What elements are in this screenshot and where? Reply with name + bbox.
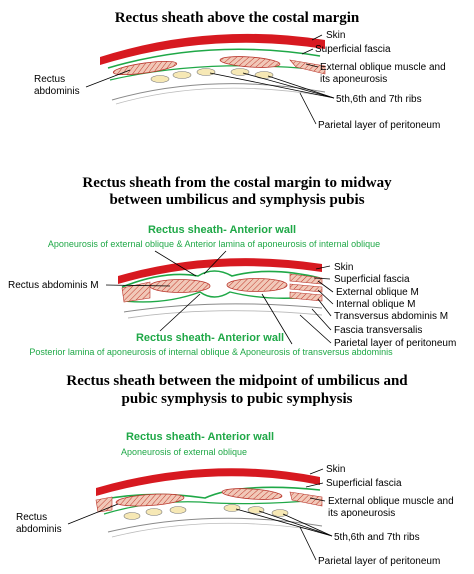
s3-label-peritoneum: Parietal layer of peritoneum [318,556,440,567]
s2-sheath-anterior [121,270,321,288]
s3-rib-1 [123,512,141,520]
s2-label-peritoneum: Parietal layer of peritoneum [334,338,456,349]
s2-peritoneum [127,310,323,319]
s1-fascia-lower [109,65,323,81]
s2-sheath-posterior [123,291,321,303]
s2-posterior-wall-text: Posterior lamina of aponeurosis of inter… [29,347,393,357]
s2-transversus-right [289,291,323,302]
s2-anterior-wall-heading: Rectus sheath- Anterior wall [148,224,296,236]
s1-ptr-eo [305,63,319,68]
s1-label-rectus-2: abdominis [34,86,80,97]
s2-label-rectus: Rectus abdominis M [8,280,99,291]
s3-ptr-eo [309,497,326,502]
s3-label-rectus-2: abdominis [16,524,62,535]
s3-label-external-oblique-1: External oblique muscle and [328,496,454,507]
s1-label-skin: Skin [326,30,345,41]
s2-label-fascia-transversalis: Fascia transversalis [334,325,422,336]
s1-label-superficial-fascia: Superficial fascia [315,44,391,55]
section3-title-2: pubic symphysis to pubic symphysis [122,391,353,407]
s3-anterior-wall-heading: Rectus sheath- Anterior wall [126,431,274,443]
s1-rectus-right [219,56,281,68]
s3-label-superficial-fascia: Superficial fascia [326,478,402,489]
s3-rib-5 [247,506,265,514]
s2-label-superficial-fascia: Superficial fascia [334,274,410,285]
s1-ptr-fascia [301,48,314,55]
s3-skin [96,468,320,496]
s3-rectus-right [221,488,283,500]
s3-sheath [99,486,321,501]
s1-rectus-left [112,60,178,76]
s2-ptr-ft [311,308,332,331]
s2-label-transversus: Transversus abdominis M [334,311,448,322]
section1-title: Rectus sheath above the costal margin [115,10,360,26]
s1-ptr-rib-b [242,72,335,99]
s2-ptr-fascia [313,277,331,280]
s2-skin [118,258,322,284]
s2-ptr-ant-2 [203,250,227,275]
s2-fascia-transversalis [123,303,323,313]
s1-label-peritoneum: Parietal layer of peritoneum [318,120,440,131]
s2-internal-oblique-right [289,283,323,293]
s2-ptr-ta [317,298,332,317]
s1-external-oblique [289,59,326,75]
s2-ptr-per [299,314,332,344]
s2-ptr-skin [315,265,331,270]
s2-ptr-post-1 [159,293,201,332]
s1-label-rectus-1: Rectus [34,74,65,85]
s3-ptr-peritoneum [299,526,317,561]
s3-rib-2 [145,508,163,516]
s3-external-oblique [289,491,323,507]
s1-skin [100,33,325,65]
s1-ptr-rib-c [267,75,335,99]
s3-peritoneum-2 [111,522,323,538]
s2-label-internal-oblique: Internal oblique M [336,299,416,310]
s3-ptr-skin [309,468,324,475]
s1-label-ribs: 5th,6th and 7th ribs [336,94,422,105]
s1-fascia [107,48,321,69]
section2-title-1: Rectus sheath from the costal margin to … [82,175,392,191]
s3-sheath-lower [103,499,321,515]
s2-posterior-wall-heading: Rectus sheath- Anterior wall [136,332,284,344]
s2-label-skin: Skin [334,262,353,273]
s2-rectus-right [226,278,288,292]
s2-lateral-muscles-left [121,281,151,303]
s2-ptr-io [317,289,334,305]
s1-rib-2 [172,71,192,79]
s3-rectus-left [115,493,185,507]
s1-ptr-peritoneum [299,92,317,125]
s3-rib-4 [223,504,241,512]
s2-ptr-post-2 [261,293,293,345]
s1-peritoneum-2 [115,87,326,105]
s3-label-external-oblique-2: its aponeurosis [328,508,395,519]
s3-label-skin: Skin [326,464,345,475]
s1-label-external-oblique-1: External oblique muscle and [320,62,446,73]
s1-rib-3 [196,68,216,76]
s3-ptr-rib-c [282,513,333,537]
s1-ptr-rib-a [209,72,335,99]
s3-label-ribs: 5th,6th and 7th ribs [334,532,420,543]
s2-ptr-rectus [105,284,171,287]
s2-anterior-wall-text: Aponeurosis of external oblique & Anteri… [48,239,380,249]
section2-title-2: between umbilicus and symphysis pubis [109,192,364,208]
s1-rib-1 [150,75,170,83]
s2-ptr-ant-1 [154,250,197,277]
s3-ptr-rib-b [258,510,333,537]
s3-ptr-fascia [305,482,324,488]
s1-label-external-oblique-2: its aponeurosis [320,74,387,85]
s3-ptr-rib-a [235,508,333,537]
s1-ptr-rectus [85,69,131,88]
section3-title-1: Rectus sheath between the midpoint of um… [66,373,408,389]
s1-rib-4 [230,68,250,76]
s2-ptr-eo [317,280,334,293]
s3-label-rectus-1: Rectus [16,512,47,523]
s3-anterior-wall-text: Aponeurosis of external oblique [121,447,247,457]
s1-ptr-skin [311,34,323,41]
s3-peritoneum [107,517,323,533]
s2-label-external-oblique: External oblique M [336,287,419,298]
s3-rib-3 [169,506,187,514]
s3-ptr-rectus [67,503,119,525]
